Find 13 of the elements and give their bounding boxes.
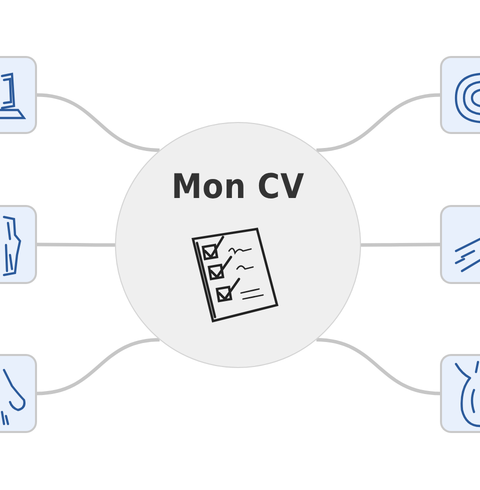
connector-line [361, 242, 440, 247]
connector-line [316, 93, 440, 152]
picture-box [0, 56, 37, 134]
connector-line [37, 242, 115, 247]
picture-box [0, 205, 37, 284]
topic-title: Mon CV [170, 167, 306, 207]
connector-line [36, 93, 160, 152]
connector-line [36, 338, 160, 396]
picture-box [440, 354, 480, 433]
connector-line [316, 338, 440, 396]
picture-box [440, 56, 480, 134]
picture-box [440, 205, 480, 284]
picture-box [0, 354, 37, 433]
